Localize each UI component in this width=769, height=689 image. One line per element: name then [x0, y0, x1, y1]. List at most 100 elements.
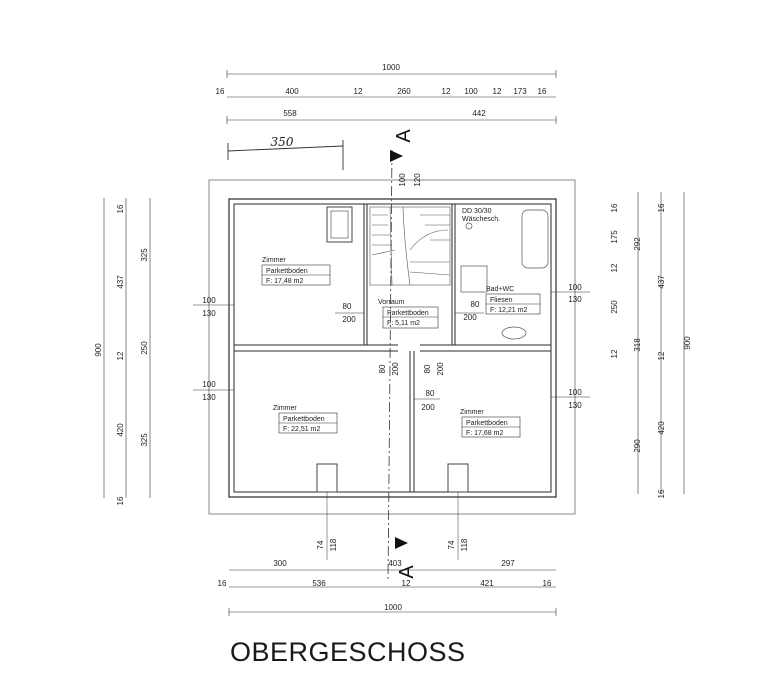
- room-bad-wc: DD 30/30 Wäschesch. Bad+WC Fliesen F: 12…: [462, 208, 541, 315]
- room-area: F: 12,21 m2: [490, 307, 527, 314]
- room-vorraum: Vorraum Parkettboden F: 5,11 m2: [378, 299, 439, 329]
- dim-label: 100: [202, 380, 216, 389]
- dim-label: 420: [657, 421, 666, 435]
- dim-label: 80: [423, 364, 432, 373]
- room-zimmer-1: Zimmer Parkettboden F: 17,48 m2: [261, 257, 331, 286]
- dim-label: 130: [202, 393, 216, 402]
- dim-label: 12: [442, 87, 451, 96]
- dim-label: 260: [397, 87, 411, 96]
- dim-label: 120: [413, 173, 422, 187]
- room-name: Zimmer: [262, 257, 286, 264]
- room-zimmer-2: Zimmer Parkettboden F: 22,51 m2: [273, 405, 338, 434]
- dim-label: 400: [285, 87, 299, 96]
- dim-right-chains: [637, 192, 685, 494]
- plan-title: OBERGESCHOSS: [230, 637, 466, 667]
- room-name: Zimmer: [460, 409, 484, 416]
- dim-label: 100: [568, 388, 582, 397]
- dim-label: 12: [657, 351, 666, 360]
- shower-icon: [460, 265, 488, 293]
- dim-label: 421: [480, 579, 494, 588]
- dim-label: 558: [283, 109, 297, 118]
- dim-label: 200: [436, 362, 445, 376]
- dim-label: 80: [378, 364, 387, 373]
- dim-label: 12: [493, 87, 502, 96]
- dim-label: 403: [388, 559, 402, 568]
- bathroom-fixtures: [460, 209, 549, 340]
- bathtub-icon: [521, 209, 549, 269]
- dim-label: 318: [633, 338, 642, 352]
- room-area: F: 5,11 m2: [387, 320, 420, 327]
- dim-label: 12: [116, 351, 125, 360]
- dim-label: 437: [657, 275, 666, 289]
- dim-label: 12: [610, 263, 619, 272]
- dim-bottom-row-b: 16 536 12 421 16: [218, 579, 556, 588]
- exterior-wall-outer: [228, 198, 557, 498]
- dim-top-split: 558 442: [226, 109, 557, 124]
- section-arrow-bottom: [395, 537, 408, 549]
- room-area: F: 17,48 m2: [266, 278, 303, 285]
- dim-label: 200: [421, 403, 435, 412]
- dim-label: 130: [202, 309, 216, 318]
- dim-label: 536: [312, 579, 326, 588]
- dim-label: 16: [216, 87, 225, 96]
- handwritten-dim: 350: [271, 135, 294, 149]
- interior-walls: [234, 204, 551, 492]
- dim-label: 297: [501, 559, 515, 568]
- room-note: Wäschesch.: [462, 216, 500, 223]
- dim-label: 80: [426, 389, 435, 398]
- dim-label: 12: [402, 579, 411, 588]
- washbasin-icon: [501, 326, 527, 340]
- dim-label: 16: [218, 579, 227, 588]
- slab-outline: [208, 179, 576, 515]
- dim-label: 175: [610, 230, 619, 244]
- toilet-icon: [465, 222, 473, 230]
- room-floor: Parkettboden: [283, 416, 325, 423]
- dim-label: 290: [633, 439, 642, 453]
- dim-label: 130: [568, 401, 582, 410]
- dim-label: 420: [116, 423, 125, 437]
- dim-left-chains: [103, 198, 151, 498]
- dim-label: 900: [683, 336, 692, 350]
- dim-label: 118: [329, 538, 338, 551]
- dim-label: 12: [610, 349, 619, 358]
- room-floor: Fliesen: [490, 297, 513, 304]
- dim-label: 80: [343, 302, 352, 311]
- room-floor: Parkettboden: [387, 310, 429, 317]
- chimney-icon: [316, 463, 338, 493]
- dim-label: 325: [140, 248, 149, 262]
- dim-handwritten: 350: [227, 135, 344, 170]
- dim-label: 1000: [382, 63, 400, 72]
- dim-label: 1000: [384, 603, 402, 612]
- dim-label: 16: [116, 496, 125, 505]
- room-zimmer-3: Zimmer Parkettboden F: 17,68 m2: [460, 409, 521, 438]
- dim-label: 100: [398, 173, 407, 187]
- chimney-icon: [447, 463, 469, 493]
- dim-label: 325: [140, 433, 149, 447]
- dim-label: 250: [140, 341, 149, 355]
- dim-label: 437: [116, 275, 125, 289]
- dim-label: 16: [538, 87, 547, 96]
- dim-label: 16: [657, 489, 666, 498]
- dim-top-row: 16 400 12 260 12 100 12 173 16: [216, 87, 556, 98]
- dim-label: 118: [460, 538, 469, 551]
- dim-label: 16: [543, 579, 552, 588]
- dim-top-total: 1000: [226, 63, 557, 78]
- room-floor: Parkettboden: [466, 420, 508, 427]
- dim-label: 74: [447, 540, 456, 549]
- room-name: Bad+WC: [486, 286, 514, 293]
- dim-bottom-total: 1000: [228, 603, 557, 616]
- staircase: [369, 206, 451, 286]
- room-name: Zimmer: [273, 405, 297, 412]
- exterior-wall-inner: [233, 203, 552, 493]
- chimney-icon: [326, 206, 353, 243]
- dim-label: 100: [464, 87, 478, 96]
- room-floor: Parkettboden: [266, 268, 308, 275]
- section-mark-bottom: A: [396, 565, 418, 579]
- dim-label: 100: [568, 283, 582, 292]
- dim-label: 300: [273, 559, 287, 568]
- dim-label: 16: [610, 203, 619, 212]
- dim-label: 250: [610, 300, 619, 314]
- section-mark-top: A: [393, 129, 415, 143]
